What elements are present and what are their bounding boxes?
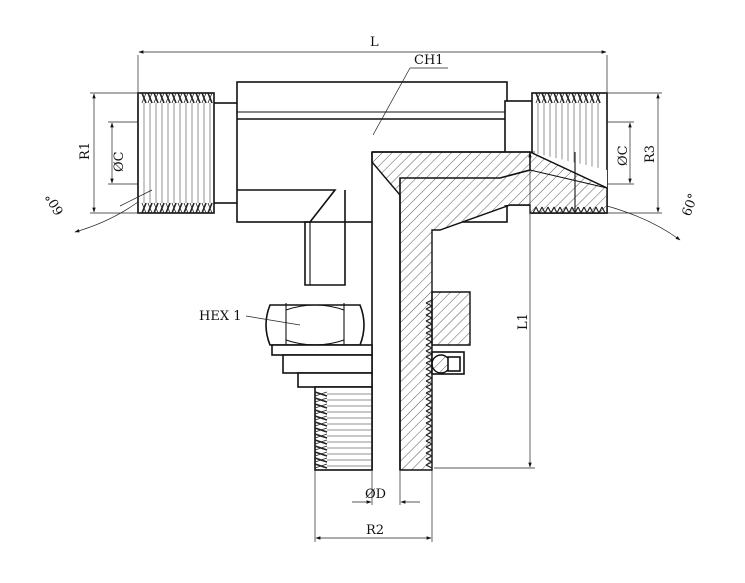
label-stud-length: L1 (516, 313, 531, 330)
label-stud-bore: ØD (365, 487, 386, 502)
hatched-wall (371, 151, 608, 471)
label-chamfer: CH1 (414, 53, 444, 68)
left-thread-crests (141, 92, 213, 214)
label-port3-thread: R3 (643, 145, 658, 163)
label-stud-thread: R2 (366, 523, 384, 538)
dimension-lines (74, 50, 681, 542)
label-port1-thread: R1 (78, 142, 93, 160)
locknut-section (431, 291, 471, 346)
label-length: L (370, 35, 379, 50)
stud-thread-crests (314, 391, 372, 469)
label-port3-bore: ØC (616, 145, 631, 166)
stud (314, 386, 373, 471)
label-port1-bore: ØC (112, 151, 127, 172)
label-hex: HEX 1 (199, 309, 242, 324)
hex-nut (265, 303, 373, 388)
left-thread-body (137, 92, 215, 214)
left-port (137, 92, 240, 214)
label-angle-right: 60° (680, 192, 702, 219)
left-port-collar (211, 102, 240, 204)
label-angle-left: 60° (43, 190, 68, 217)
cut-section (371, 151, 608, 471)
